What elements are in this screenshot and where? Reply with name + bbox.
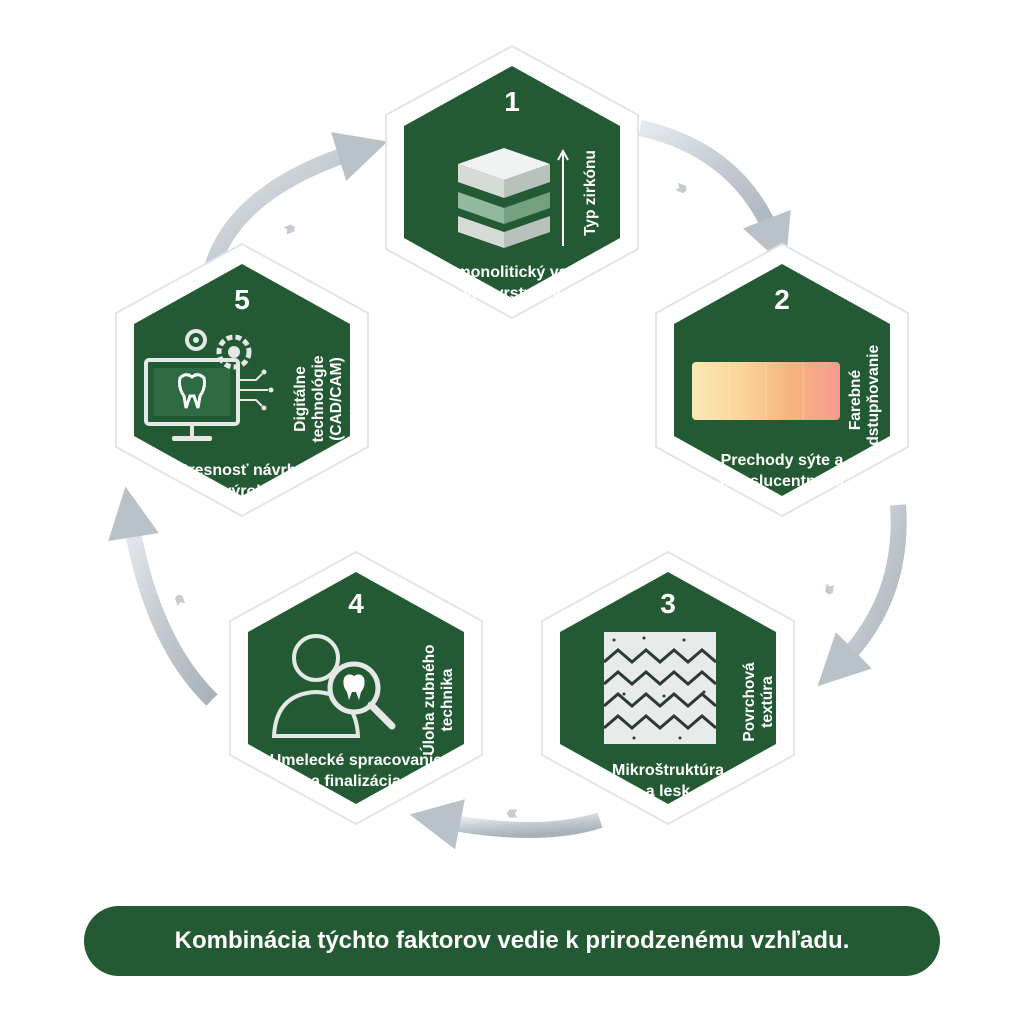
step-title: Povrchová textúra <box>741 662 776 742</box>
technician-magnifier-icon <box>271 634 396 738</box>
step-number: 4 <box>348 588 364 619</box>
step-4-hexagon: 4 Úloha zubného technika Umelecké spraco… <box>214 546 498 830</box>
color-gradient-icon <box>692 362 840 420</box>
step-2-hexagon: 2 Farebné odstupňovanie Prechody sýte a … <box>640 238 924 522</box>
texture-icon <box>604 632 716 744</box>
arrow-1-to-2 <box>638 120 791 267</box>
caption-line-2: a lesk <box>645 783 691 800</box>
caption-line-1: Umelecké spracovanie <box>269 752 443 769</box>
step-caption: Mikroštruktúra a lesk <box>556 760 780 802</box>
conclusion-text: Kombinácia týchto faktorov vedie k priro… <box>174 927 850 954</box>
caption-line-1: Presnosť návrhu <box>177 462 307 479</box>
step-caption: Umelecké spracovanie a finalizácia <box>234 750 478 792</box>
chevron-left-icon: ‹‹‹ <box>506 802 518 824</box>
step-number: 3 <box>660 588 676 619</box>
step-number: 5 <box>234 284 250 315</box>
caption-line-2: a finalizácia <box>311 773 401 790</box>
step-caption: Prechody sýte a translucentnosti <box>670 450 894 492</box>
caption-line-2: translucentnosti <box>719 473 845 490</box>
step-title: Úloha zubného technika <box>421 644 456 756</box>
step-5-hexagon: 5 Digitálne technológie (CAD/CAM) Presno… <box>100 238 384 522</box>
arrow-3-to-4 <box>409 799 603 850</box>
step-title: Typ zirkónu <box>582 150 599 236</box>
arrow-up-icon <box>557 148 569 246</box>
step-title: Digitálne technológie (CAD/CAM) <box>292 355 345 443</box>
step-caption: Presnosť návrhu a výroby <box>130 460 354 502</box>
step-1-hexagon: 1 Typ zirkónu monolitický vs viacvrstvov… <box>370 40 654 324</box>
arrow-5-to-1 <box>202 132 388 278</box>
layers-icon <box>458 148 550 248</box>
step-caption: monolitický vs viacvrstvový <box>400 262 624 304</box>
caption-line-1: Mikroštruktúra <box>611 762 725 779</box>
caption-line-2: viacvrstvový <box>463 285 561 302</box>
caption-line-1: monolitický vs <box>456 264 568 281</box>
step-number: 1 <box>504 86 520 117</box>
conclusion-banner: Kombinácia týchto faktorov vedie k priro… <box>84 906 940 976</box>
arrow-2-to-3 <box>817 504 907 687</box>
step-number: 2 <box>774 284 790 315</box>
caption-line-1: Prechody sýte a <box>720 452 844 469</box>
caption-line-2: a výroby <box>209 483 275 500</box>
cad-cam-monitor-icon <box>144 329 274 441</box>
step-title: Farebné odstupňovanie <box>847 344 882 456</box>
step-3-hexagon: 3 Povrchová textúra Mikroštruktúra a les… <box>526 546 810 830</box>
arrow-4-to-5 <box>108 486 218 706</box>
